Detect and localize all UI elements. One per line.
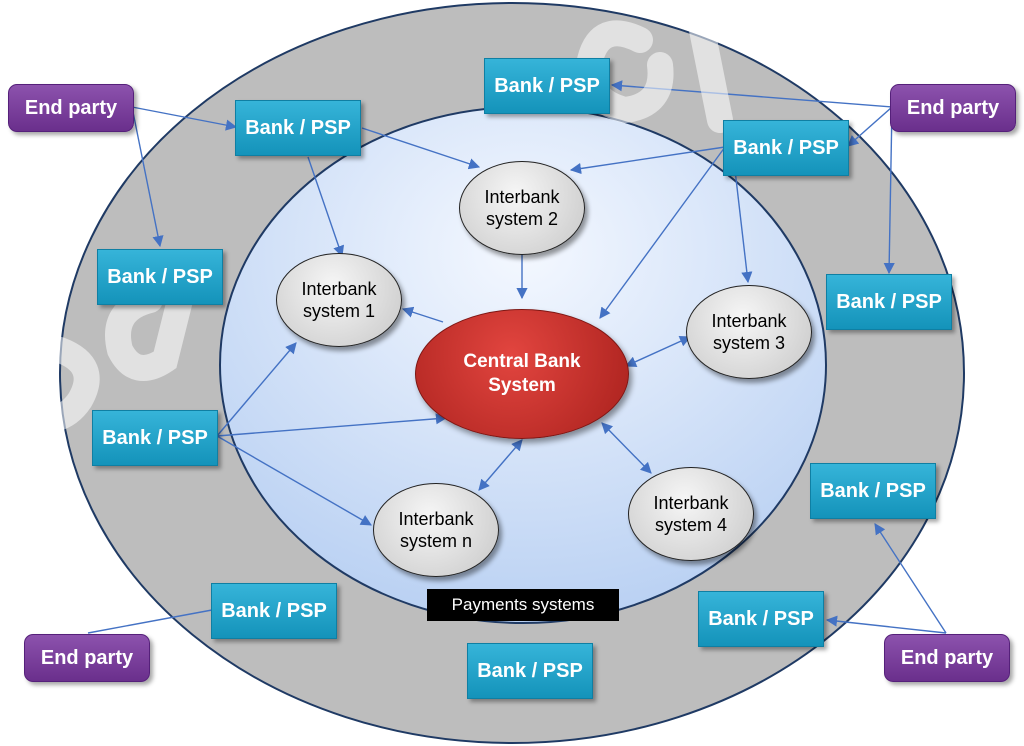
bank-psp-bottom[interactable]: Bank / PSP (467, 643, 593, 699)
interbank-4-line1: Interbank (653, 493, 729, 513)
interbank-n-line2: system n (399, 531, 473, 551)
bank-psp-label: Bank / PSP (107, 265, 213, 288)
connector-arrow-9 (847, 106, 893, 147)
connector-arrow-19 (87, 609, 213, 634)
interbank-4-line2: system 4 (654, 515, 728, 535)
connector-arrow-4 (361, 127, 481, 170)
end-party-top-right[interactable]: End party (890, 84, 1016, 132)
bank-psp-lower-right[interactable]: Bank / PSP (698, 591, 824, 647)
interbank-1-line2: system 1 (302, 301, 376, 321)
interbank-3-line1: Interbank (711, 311, 787, 331)
connector-arrow-13 (624, 336, 692, 367)
interbank-3-line2: system 3 (712, 333, 786, 353)
connector-arrow-16 (216, 435, 372, 526)
bank-psp-top[interactable]: Bank / PSP (484, 58, 610, 114)
bank-psp-label: Bank / PSP (733, 136, 839, 159)
connector-arrow-21 (825, 615, 947, 634)
connector-arrow-7 (734, 169, 753, 284)
bank-psp-label: Bank / PSP (477, 659, 583, 682)
connector-arrow-17 (478, 439, 523, 491)
bank-psp-label: Bank / PSP (494, 74, 600, 97)
end-party-top-left[interactable]: End party (8, 84, 134, 132)
end-party-label: End party (40, 646, 134, 669)
bank-psp-label: Bank / PSP (221, 599, 327, 622)
central-bank-line1: Central Bank (463, 351, 581, 372)
connector-arrow-1 (131, 106, 238, 131)
bank-psp-upper-left[interactable]: Bank / PSP (235, 100, 361, 156)
bank-psp-upper-right[interactable]: Bank / PSP (723, 120, 849, 176)
connector-arrow-3 (307, 156, 345, 258)
bank-psp-label: Bank / PSP (102, 426, 208, 449)
connector-arrow-18 (601, 422, 652, 474)
bank-psp-mid-left[interactable]: Bank / PSP (92, 410, 218, 466)
interbank-2-line1: Interbank (484, 187, 560, 207)
bank-psp-left[interactable]: Bank / PSP (97, 249, 223, 305)
connector-arrow-5 (569, 146, 726, 175)
connector-arrow-20 (874, 523, 947, 634)
central-bank-line2: System (488, 375, 556, 396)
payments-systems-label: Payments systems (427, 589, 619, 621)
bank-psp-label: Bank / PSP (708, 607, 814, 630)
connector-arrow-14 (216, 342, 297, 437)
bank-psp-label: Bank / PSP (836, 290, 942, 313)
bank-psp-mid-right[interactable]: Bank / PSP (810, 463, 936, 519)
connector-arrow-15 (216, 413, 448, 437)
bank-psp-lower-left[interactable]: Bank / PSP (211, 583, 337, 639)
connector-arrow-12 (401, 306, 444, 323)
connector-arrow-6 (599, 146, 726, 319)
bank-psp-label: Bank / PSP (245, 116, 351, 139)
bank-psp-right[interactable]: Bank / PSP (826, 274, 952, 330)
connector-arrow-2 (131, 106, 164, 248)
end-party-label: End party (24, 96, 118, 119)
end-party-label: End party (900, 646, 994, 669)
bank-psp-label: Bank / PSP (820, 479, 926, 502)
end-party-bottom-left[interactable]: End party (24, 634, 150, 682)
end-party-label: End party (906, 96, 1000, 119)
interbank-n-line1: Interbank (398, 509, 474, 529)
interbank-2-line2: system 2 (485, 209, 559, 229)
connector-arrow-10 (883, 106, 895, 275)
end-party-bottom-right[interactable]: End party (884, 634, 1010, 682)
interbank-1-line1: Interbank (301, 279, 377, 299)
